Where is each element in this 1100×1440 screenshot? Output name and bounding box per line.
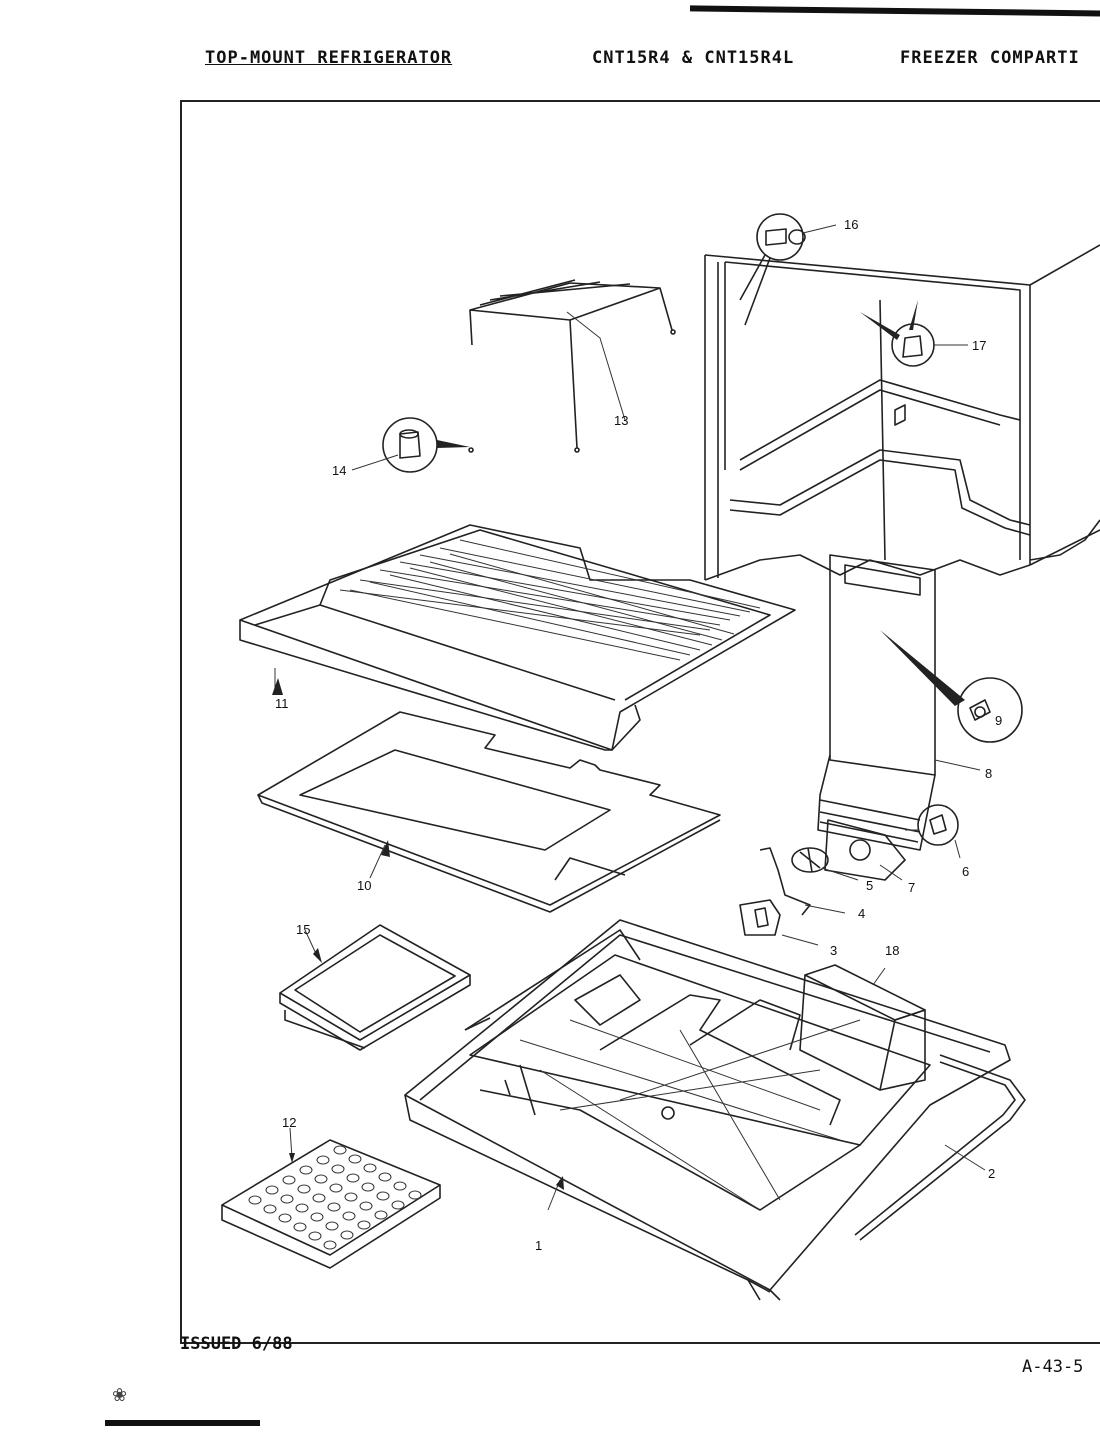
ice-cube-cell [327, 1202, 341, 1212]
part-13-bracket [468, 279, 676, 453]
callout-11: 11 [275, 696, 289, 711]
ice-cube-cell [265, 1185, 279, 1195]
ice-cube-cell [314, 1174, 328, 1184]
ice-cube-cell [333, 1145, 347, 1155]
diagram-frame [180, 100, 1100, 1344]
ice-cube-cell [312, 1193, 326, 1203]
part-10-panel [257, 711, 721, 913]
part-16-magnifier [739, 213, 837, 326]
ice-cube-cell [359, 1201, 373, 1211]
ice-cube-cell [299, 1165, 313, 1175]
callout-9: 9 [995, 713, 1002, 728]
part-2-strip [464, 1017, 1026, 1241]
callout-15: 15 [296, 922, 310, 937]
ice-cube-cell [316, 1155, 330, 1165]
scan-mark: ❀ [112, 1385, 128, 1405]
ice-cube-cell [342, 1211, 356, 1221]
callout-8: 8 [985, 766, 992, 781]
callout-7: 7 [908, 880, 915, 895]
part-15-tray [279, 924, 471, 1051]
ice-cube-cell [340, 1230, 354, 1240]
part-8-duct [817, 554, 1023, 851]
ice-cube-cell [278, 1213, 292, 1223]
ice-cube-cell [248, 1195, 262, 1205]
callout-17: 17 [972, 338, 986, 353]
part-12-ice-tray [221, 1127, 441, 1269]
ice-cube-cell [344, 1192, 358, 1202]
model-numbers: CNT15R4 & CNT15R4L [592, 48, 795, 68]
callout-18: 18 [885, 943, 899, 958]
ice-cube-cell [293, 1222, 307, 1232]
page-code: A-43-5 [1022, 1357, 1084, 1377]
part-1-freezer-floor [404, 919, 1011, 1301]
ice-cube-cell [282, 1175, 296, 1185]
ice-cube-cell [363, 1163, 377, 1173]
part-11-shelf [239, 524, 796, 751]
freezer-cabinet [704, 244, 1100, 581]
ice-cube-cell [295, 1203, 309, 1213]
callout-13: 13 [614, 413, 628, 428]
callout-6: 6 [962, 864, 969, 879]
ice-cube-cell [408, 1190, 422, 1200]
callout-10: 10 [357, 878, 371, 893]
ice-cube-cell [329, 1183, 343, 1193]
part-18-cover [799, 964, 926, 1091]
ice-cube-cell [361, 1182, 375, 1192]
ice-cube-cell [357, 1220, 371, 1230]
ice-cube-cell [393, 1181, 407, 1191]
ice-cube-cell [325, 1221, 339, 1231]
ice-cube-cell [374, 1210, 388, 1220]
ice-cube-cell [331, 1164, 345, 1174]
ice-cube-cell [378, 1172, 392, 1182]
issued-date: ISSUED 6/88 [180, 1334, 293, 1354]
part-17-magnifier [860, 300, 968, 367]
ice-cube-cell [297, 1184, 311, 1194]
callout-16: 16 [844, 217, 858, 232]
ice-cube-cell [346, 1173, 360, 1183]
callout-12: 12 [282, 1115, 296, 1130]
ice-cube-cell [323, 1240, 337, 1250]
callout-1: 1 [535, 1238, 542, 1253]
callout-4: 4 [858, 906, 865, 921]
part-14-magnifier [351, 417, 470, 473]
section-title: FREEZER COMPARTI [900, 48, 1080, 68]
callout-14: 14 [332, 463, 346, 478]
ice-cube-cell [376, 1191, 390, 1201]
scan-edge-bar [105, 1420, 260, 1426]
callout-5: 5 [866, 878, 873, 893]
ice-cube-cell [348, 1154, 362, 1164]
page-title: TOP-MOUNT REFRIGERATOR [205, 48, 453, 68]
ice-cube-cell [280, 1194, 294, 1204]
callout-3: 3 [830, 943, 837, 958]
ice-cube-cell [391, 1200, 405, 1210]
fan-motor-assembly [739, 804, 961, 946]
ice-cube-cell [263, 1204, 277, 1214]
ice-cube-cell [310, 1212, 324, 1222]
callout-2: 2 [988, 1166, 995, 1181]
ice-cube-cell [308, 1231, 322, 1241]
